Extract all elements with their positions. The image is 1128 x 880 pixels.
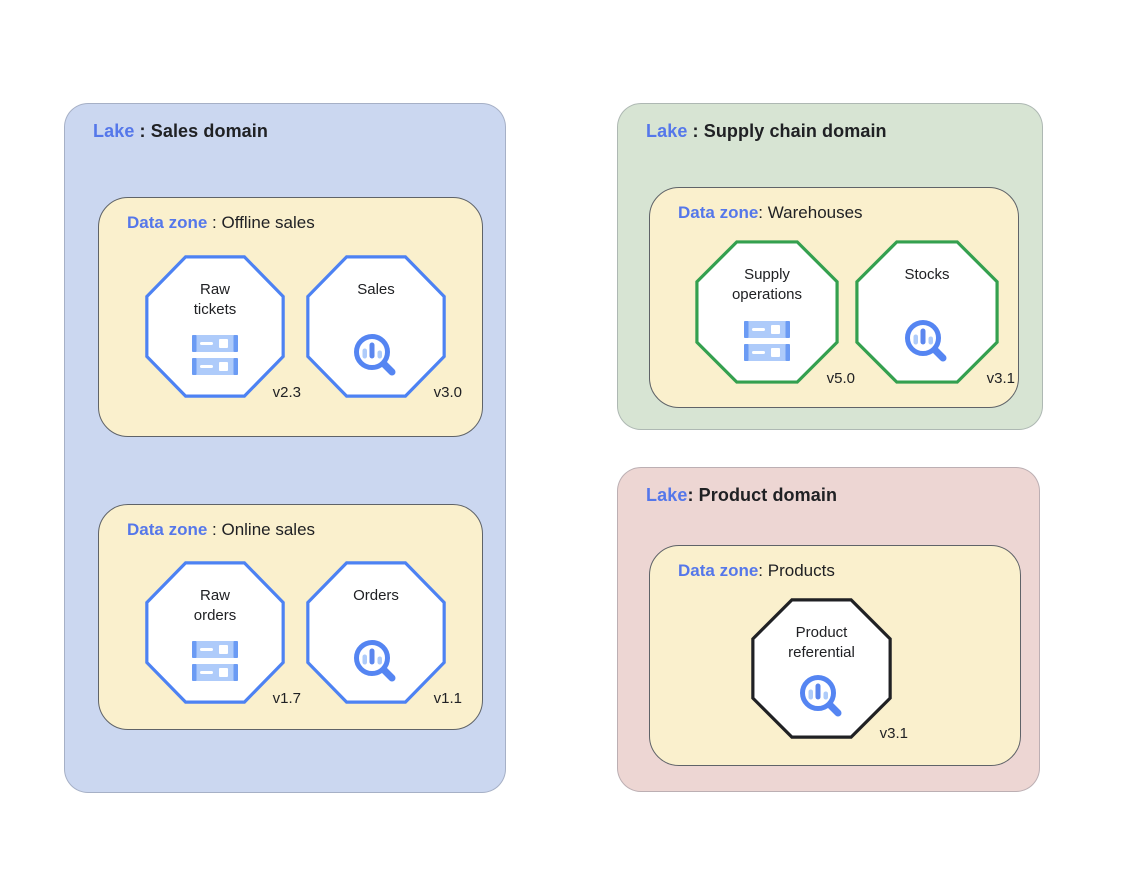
storage-icon xyxy=(741,320,793,367)
zone-offline-sales: Data zone : Offline sales Raw tickets v2… xyxy=(98,197,483,437)
zone-label: Data zone xyxy=(127,520,208,539)
lake-label: Lake xyxy=(646,485,688,505)
zone-label: Data zone xyxy=(127,213,208,232)
entity-orders: Orders v1.1 xyxy=(305,560,462,707)
octagon-shape xyxy=(144,560,286,705)
lake-label: Lake xyxy=(93,121,135,141)
entity-version: v3.1 xyxy=(879,725,908,742)
lake-title: Lake: Product domain xyxy=(646,485,837,506)
zone-name: Online sales xyxy=(221,520,316,539)
zone-title: Data zone: Products xyxy=(678,561,835,581)
entity-name: Supply operations xyxy=(731,266,803,304)
entity-version: v1.7 xyxy=(272,690,301,707)
zone-separator: : xyxy=(758,561,768,580)
zone-separator: : xyxy=(758,203,768,222)
entity-name: Sales xyxy=(357,281,395,298)
search-insights-icon xyxy=(351,331,401,386)
entity-name: Product referential xyxy=(788,624,855,662)
lake-supply-chain-domain: Lake : Supply chain domain Data zone: Wa… xyxy=(617,103,1043,430)
lake-title: Lake : Supply chain domain xyxy=(646,121,887,142)
zone-label: Data zone xyxy=(678,203,759,222)
octagon-shape xyxy=(305,254,447,399)
entity-sales: Sales v3.0 xyxy=(305,254,462,401)
octagon-shape xyxy=(144,254,286,399)
lake-sales-domain: Lake : Sales domain Data zone : Offline … xyxy=(64,103,506,793)
entity-version: v3.0 xyxy=(433,384,462,401)
entity-name: Stocks xyxy=(904,266,950,283)
zone-separator: : xyxy=(207,213,222,232)
entity-raw-orders: Raw orders v1.7 xyxy=(144,560,301,707)
search-insights-icon xyxy=(797,672,847,727)
entity-supply-operations: Supply operations v5.0 xyxy=(694,239,855,387)
zone-separator: : xyxy=(207,520,222,539)
entity-version: v2.3 xyxy=(272,384,301,401)
entity-name: Raw tickets xyxy=(193,281,237,319)
octagon-shape xyxy=(305,560,447,705)
octagon-shape xyxy=(694,239,840,385)
octagon-shape xyxy=(750,597,893,740)
entity-name: Raw orders xyxy=(193,587,237,625)
lake-separator: : xyxy=(134,121,151,141)
storage-icon xyxy=(189,334,241,381)
lake-name: Supply chain domain xyxy=(703,121,887,141)
zone-name: Offline sales xyxy=(221,213,315,232)
zone-title: Data zone : Offline sales xyxy=(127,213,315,233)
lake-title: Lake : Sales domain xyxy=(93,121,268,142)
storage-icon xyxy=(189,640,241,687)
lake-name: Sales domain xyxy=(150,121,268,141)
zone-label: Data zone xyxy=(678,561,759,580)
lake-name: Product domain xyxy=(698,485,838,505)
entity-name: Orders xyxy=(353,587,399,604)
zone-name: Warehouses xyxy=(767,203,863,222)
entity-raw-tickets: Raw tickets v2.3 xyxy=(144,254,301,401)
octagon-shape xyxy=(854,239,1000,385)
entity-version: v5.0 xyxy=(826,370,855,387)
lake-label: Lake xyxy=(646,121,688,141)
zone-title: Data zone: Warehouses xyxy=(678,203,863,223)
zone-title: Data zone : Online sales xyxy=(127,520,315,540)
zone-products: Data zone: Products Product referential … xyxy=(649,545,1021,766)
lake-separator: : xyxy=(687,485,699,505)
entity-product-referential: Product referential v3.1 xyxy=(750,597,908,742)
zone-online-sales: Data zone : Online sales Raw orders v1.7… xyxy=(98,504,483,730)
entity-version: v1.1 xyxy=(433,690,462,707)
search-insights-icon xyxy=(902,317,952,372)
search-insights-icon xyxy=(351,637,401,692)
entity-version: v3.1 xyxy=(986,370,1015,387)
zone-warehouses: Data zone: Warehouses Supply operations … xyxy=(649,187,1019,408)
lake-product-domain: Lake: Product domain Data zone: Products… xyxy=(617,467,1040,792)
entity-stocks: Stocks v3.1 xyxy=(854,239,1015,387)
zone-name: Products xyxy=(767,561,835,580)
lake-separator: : xyxy=(687,121,704,141)
